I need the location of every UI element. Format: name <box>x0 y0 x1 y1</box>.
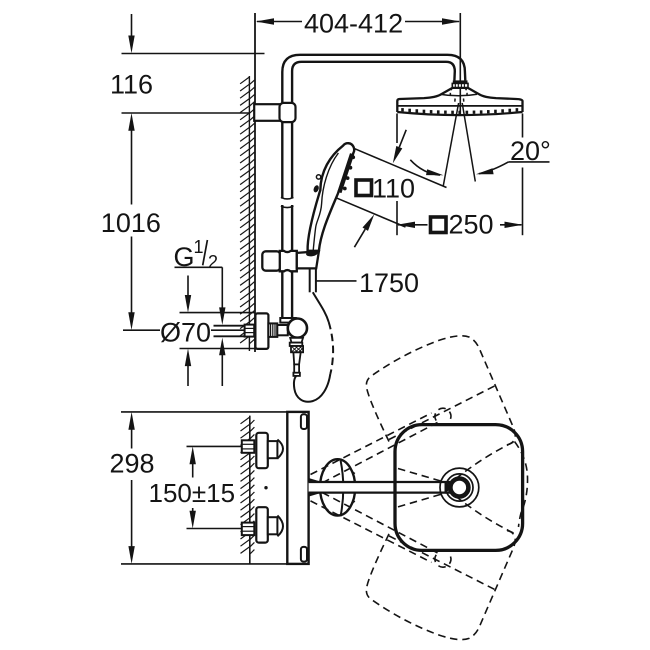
svg-text:20°: 20° <box>510 136 551 166</box>
svg-text:110: 110 <box>372 173 415 203</box>
svg-text:1: 1 <box>194 237 204 257</box>
svg-text:116: 116 <box>110 70 153 100</box>
svg-text:404-412: 404-412 <box>304 8 403 38</box>
svg-text:150±15: 150±15 <box>149 478 236 508</box>
svg-text:250: 250 <box>449 209 494 239</box>
svg-text:G: G <box>174 242 195 272</box>
svg-text:Ø70: Ø70 <box>160 317 211 347</box>
svg-text:2: 2 <box>208 252 218 272</box>
svg-text:1016: 1016 <box>101 208 161 238</box>
svg-text:1750: 1750 <box>359 268 419 298</box>
svg-text:298: 298 <box>110 449 155 479</box>
